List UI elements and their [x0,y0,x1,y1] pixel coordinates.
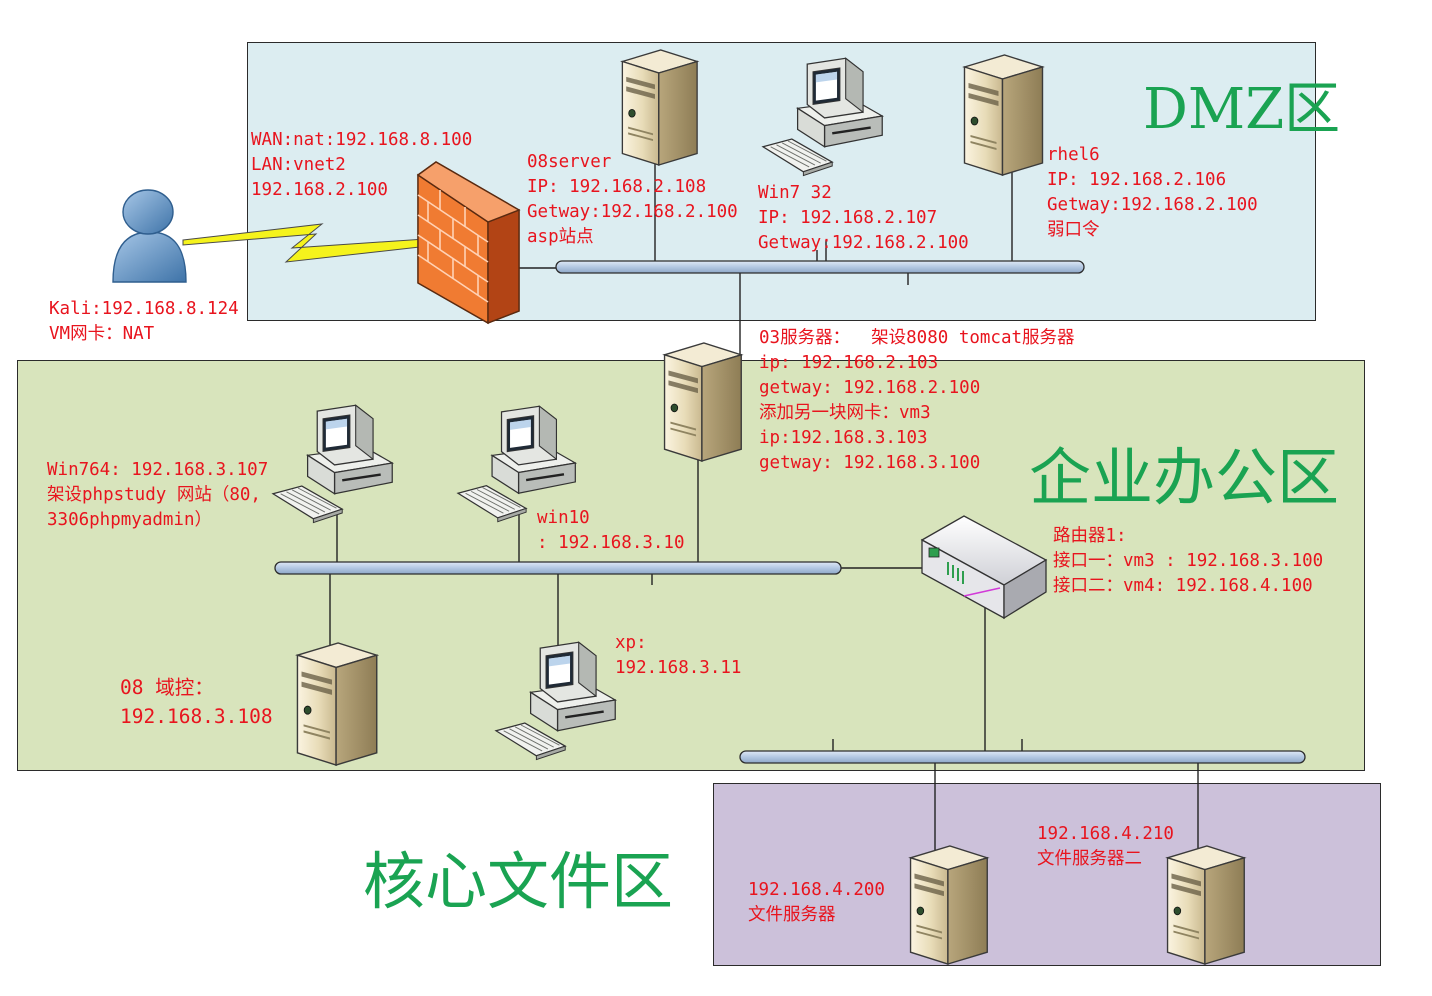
core-zone [713,783,1381,966]
dmz-zone-title: DMZ区 [1143,77,1341,142]
workstation-icon [761,56,884,177]
server-icon [296,642,378,766]
workstation-icon [271,404,394,524]
firewall-icon [416,161,521,325]
workstation-icon [456,404,577,523]
server-icon [909,845,988,965]
win10-label: win10: 192.168.3.10 [537,508,685,553]
xp-label: xp:192.168.3.11 [615,633,742,678]
server-icon [621,49,698,166]
network-buses [274,260,1306,764]
dmz-bus [555,260,1085,274]
office-bus [274,561,842,575]
office-zone-title: 企业办公区 [1029,441,1340,514]
server-icon [1166,845,1245,965]
workstation-icon [494,641,617,761]
user-icon [112,189,187,283]
domain-controller-label: 08 域控：192.168.3.108 [120,676,273,728]
router-icon [920,515,1048,620]
lightning-link-icon [182,223,456,263]
core-zone-title: 核心文件区 [363,845,674,918]
core-bus [739,750,1306,764]
server-icon [963,54,1044,176]
server-icon [663,342,742,462]
